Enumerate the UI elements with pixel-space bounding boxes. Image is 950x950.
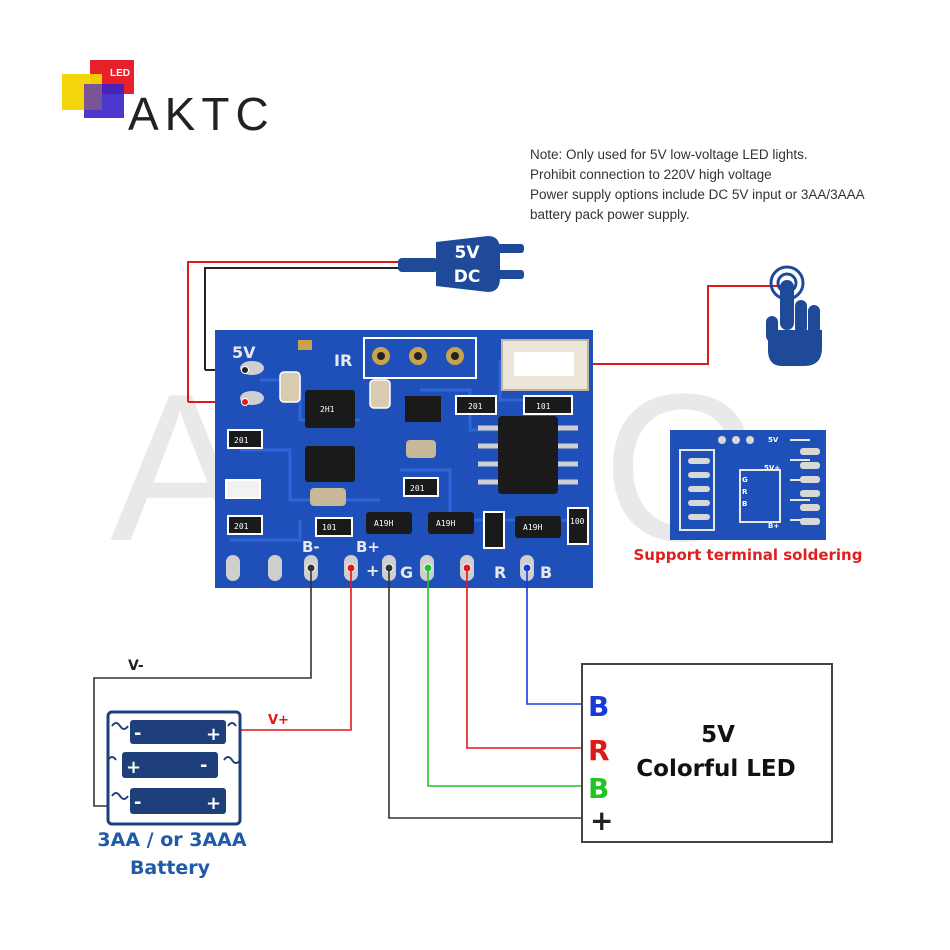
led-pin-r: R (588, 734, 610, 767)
chip-label: A19H (374, 519, 393, 528)
wire-led-b (526, 568, 584, 705)
silk-ir: IR (334, 351, 352, 370)
dot-5v-red (241, 398, 249, 406)
chip-label: 101 (322, 523, 337, 532)
logo-overlap (84, 84, 102, 110)
silk-plus: + (366, 561, 379, 580)
pcb-board: 2H1 101 201 201 201 201 101 A19H A19H A1… (215, 330, 593, 588)
brand-logo: LED AKTC (62, 60, 275, 140)
chip-label: A19H (436, 519, 455, 528)
brand-name: AKTC (128, 88, 275, 140)
thumb-pad-label: B+ (768, 522, 779, 530)
battery-cell-plus: + (206, 724, 221, 745)
main-ic (478, 416, 578, 494)
chip-label: 201 (410, 484, 425, 493)
silk-r: R (494, 563, 506, 582)
chip-label: 2H1 (320, 405, 335, 414)
chip-label: 201 (234, 436, 249, 445)
board-silkscreen: 5V IR B- B+ + G R B (232, 343, 552, 582)
dot-5v-black (241, 366, 249, 374)
silk-b: B (540, 563, 552, 582)
chip-label: 101 (536, 402, 551, 411)
ir-header (363, 337, 477, 379)
dc-plug-line2: DC (454, 267, 481, 287)
led-box-frame (581, 663, 833, 843)
dc-plug-icon: 5V DC (398, 236, 524, 292)
silk-5v: 5V (232, 343, 256, 362)
battery-label-line2: Battery (130, 857, 211, 879)
silk-g: G (400, 563, 413, 582)
wire-led-plus (388, 568, 584, 819)
battery-cell-plus: + (206, 793, 221, 814)
chip-label: 100 (570, 517, 585, 526)
thumb-pad-label: 5V+ (764, 464, 780, 472)
note-line: Prohibit connection to 220V high voltage (530, 167, 772, 182)
thumb-pad-label: R (742, 488, 748, 496)
usage-note: Note: Only used for 5V low-voltage LED l… (530, 145, 930, 225)
battery-cell-plus: + (126, 757, 141, 778)
note-line: battery pack power supply. (530, 207, 690, 222)
label-v-minus: V- (128, 658, 144, 674)
dc-plug-line1: 5V (455, 243, 481, 263)
thumb-pad-label: 5V (768, 436, 779, 444)
chip-label: A19H (523, 523, 542, 532)
wire-led-r (466, 568, 584, 749)
silk-b-plus: B+ (356, 538, 380, 556)
silk-b-minus: B- (302, 538, 320, 556)
note-line: Note: Only used for 5V low-voltage LED l… (530, 147, 808, 162)
led-title-line1: 5V (701, 722, 735, 748)
battery-pack-icon: - + + - - + (106, 710, 242, 826)
thumb-pad-label: G (742, 476, 748, 484)
led-pin-b: B (588, 690, 609, 723)
chip-labels: 2H1 101 201 201 201 201 101 A19H A19H A1… (234, 402, 585, 532)
wire-led-g (427, 568, 584, 787)
battery-label-line1: 3AA / or 3AAA (97, 829, 246, 851)
wire-dc-black (204, 267, 400, 370)
battery-cell-minus: - (134, 723, 141, 744)
board-thumbnail: 5V 5V+ G R B B+ (670, 430, 826, 540)
battery-cell-minus: - (200, 755, 207, 776)
label-v-plus: V+ (268, 713, 289, 728)
touch-hand-icon (766, 265, 822, 366)
led-box: B R B + 5V Colorful LED (581, 663, 833, 843)
chip-label: 201 (234, 522, 249, 531)
logo-badge-text: LED (110, 68, 130, 79)
thumb-caption: Support terminal soldering (634, 546, 863, 564)
battery-cell-minus: - (134, 792, 141, 813)
wire-battery-minus (93, 568, 312, 807)
thumb-pad-label: B (742, 500, 747, 508)
passive-components (225, 340, 589, 549)
wire-touch (540, 285, 785, 365)
wire-dc-red (187, 261, 400, 402)
wire-battery-plus (240, 568, 352, 731)
transistors (305, 390, 561, 538)
led-pin-g: B (588, 772, 609, 805)
led-pin-plus: + (590, 804, 613, 837)
led-title-line2: Colorful LED (636, 756, 795, 782)
note-line: Power supply options include DC 5V input… (530, 187, 865, 202)
touch-connector (501, 339, 589, 391)
chip-label: 201 (468, 402, 483, 411)
